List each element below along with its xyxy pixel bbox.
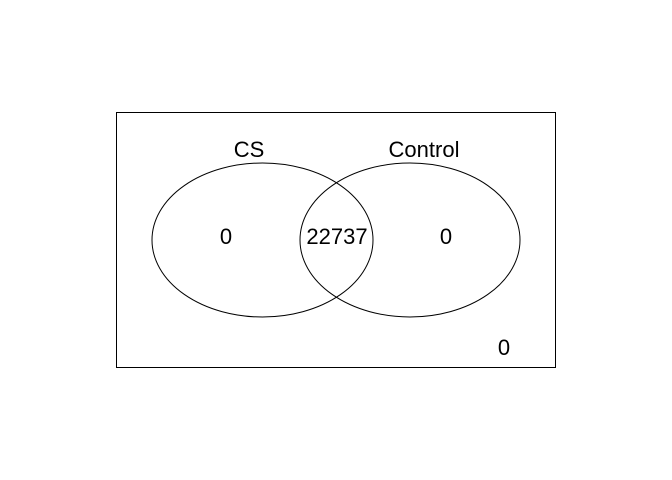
universe-box (116, 112, 556, 368)
cs-only-count: 0 (220, 224, 232, 249)
set-label-cs: CS (234, 137, 265, 162)
outside-count: 0 (498, 335, 510, 360)
intersection-count: 22737 (306, 224, 367, 249)
set-circle-cs (151, 162, 374, 318)
control-only-count: 0 (440, 224, 452, 249)
set-label-control: Control (389, 137, 460, 162)
set-circle-control (299, 162, 521, 318)
